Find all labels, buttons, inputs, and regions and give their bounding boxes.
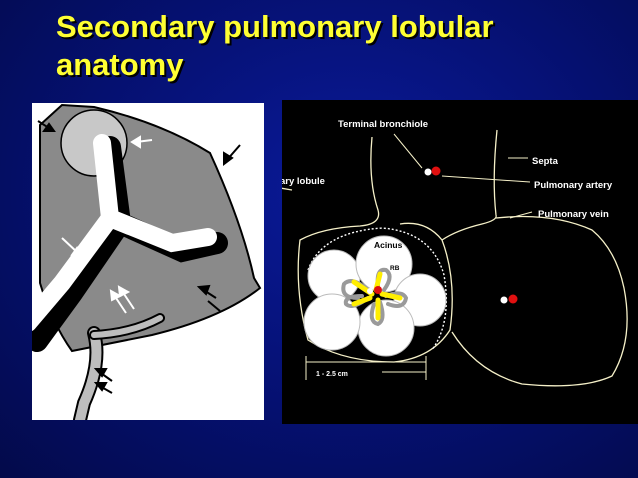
label-septa: Septa [532,156,559,167]
white-arrow-icon [61,135,153,314]
bronchiole-dot [367,288,373,294]
lobule-schematic-image [32,103,264,420]
acini-cluster [303,235,447,357]
label-lobule: ary lobule [282,176,325,187]
lobule-diagram-svg: Terminal bronchiole Septa Pulmonary arte… [282,100,638,424]
lobule-schematic-svg [32,103,264,420]
title-line-2: anatomy [56,47,184,82]
arrow-icon [37,120,241,394]
label-pulmonary-artery: Pulmonary artery [534,180,613,191]
lobule-diagram: Terminal bronchiole Septa Pulmonary arte… [282,100,638,424]
label-rb: RB [390,265,400,272]
bronchiole-dot-right [500,296,508,304]
bronchiole-dot-top [424,168,432,176]
label-acinus: Acinus [374,240,403,250]
title-line-1: Secondary pulmonary lobular [56,9,494,44]
label-scale: 1 - 2.5 cm [316,371,348,378]
artery-dot-top [431,166,441,176]
slide-title: Secondary pulmonary lobular anatomy [56,8,616,84]
artery-dot [374,286,382,294]
scale-bar [305,356,427,380]
label-terminal-bronchiole: Terminal bronchiole [338,119,428,130]
artery-dot-right [508,294,518,304]
label-pulmonary-vein: Pulmonary vein [538,209,609,220]
